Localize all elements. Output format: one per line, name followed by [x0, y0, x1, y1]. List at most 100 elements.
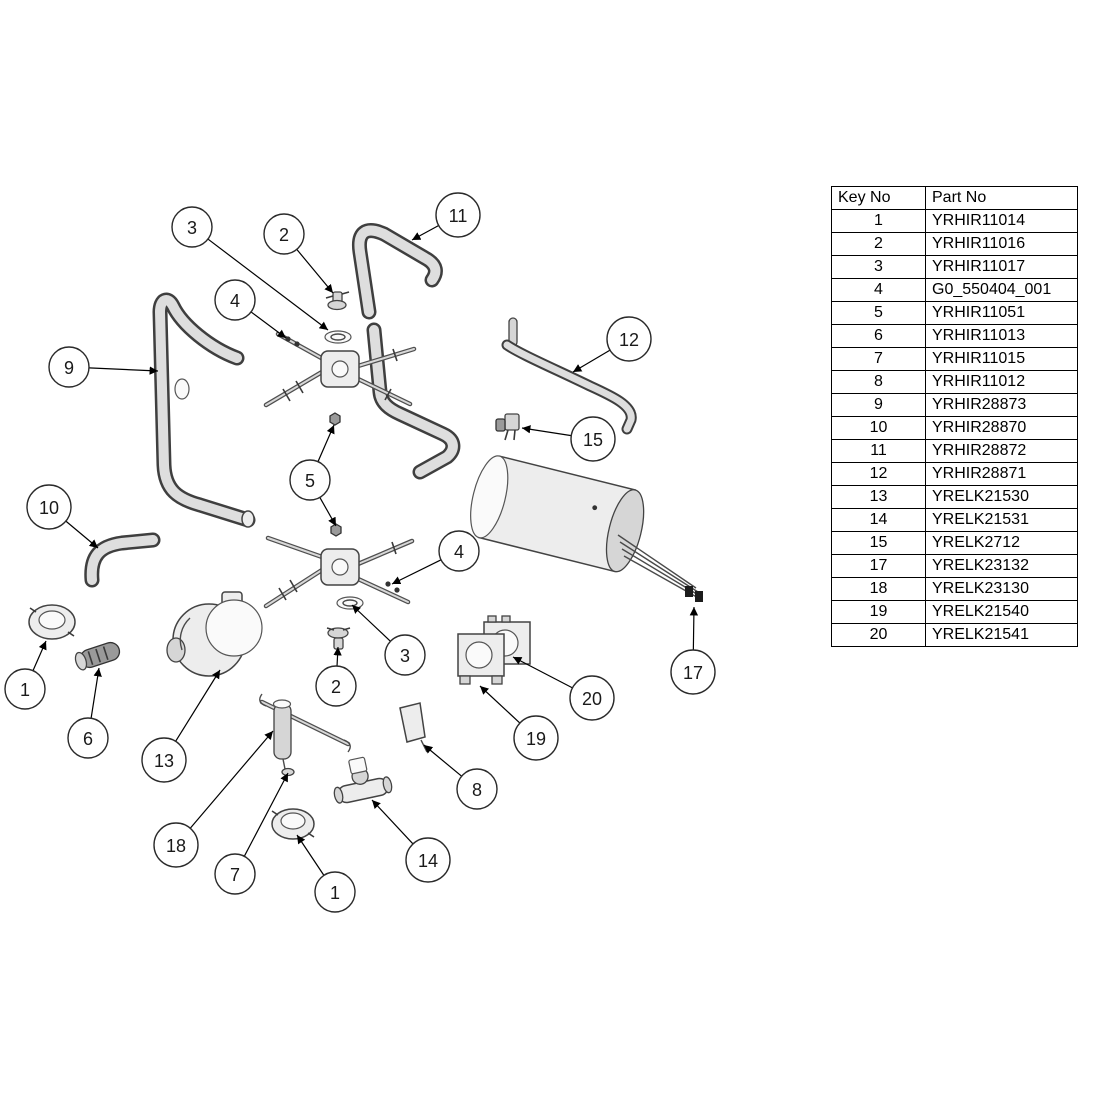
leader-line	[572, 349, 611, 373]
part-6-cartridge	[74, 641, 121, 671]
part-no-cell: YRHIR11051	[925, 301, 1078, 325]
callout-number: 3	[400, 646, 410, 666]
part-15-fitting	[495, 413, 520, 441]
part-no-cell: YRHIR28870	[925, 416, 1078, 440]
part-2-fitting	[325, 291, 350, 311]
callout-15: 15	[570, 416, 616, 462]
callout-7: 7	[214, 853, 256, 895]
callout-number: 15	[583, 430, 603, 450]
callout-number: 12	[619, 330, 639, 350]
key-no-cell: 9	[831, 393, 926, 417]
leader-line	[296, 834, 325, 876]
part-2-fitting	[326, 627, 351, 650]
callout-3: 3	[171, 206, 213, 248]
callout-number: 5	[305, 471, 315, 491]
part-no-cell: YRHIR11013	[925, 324, 1078, 348]
key-no-cell: 1	[831, 209, 926, 233]
part-10-elbow-hose	[84, 532, 161, 588]
part-no-cell: YRHIR11017	[925, 255, 1078, 279]
element-terminal	[695, 591, 703, 602]
part-4-screw	[294, 341, 300, 347]
callout-number: 2	[331, 677, 341, 697]
callout-circle	[315, 665, 357, 707]
callout-number: 4	[230, 291, 240, 311]
key-no-cell: 3	[831, 255, 926, 279]
key-no-cell: 7	[831, 347, 926, 371]
key-no-cell: 2	[831, 232, 926, 256]
key-no-cell: 17	[831, 554, 926, 578]
callout-circle	[456, 768, 498, 810]
callout-circle	[48, 346, 90, 388]
top-manifold-assembly	[263, 291, 417, 426]
callout-1: 1	[314, 871, 356, 913]
callout-circle	[569, 675, 615, 721]
leader-line	[317, 424, 335, 462]
part-4-screw	[394, 587, 400, 593]
callout-circle	[67, 717, 109, 759]
leader-line	[689, 606, 699, 651]
leader-line	[65, 520, 99, 549]
leader-line	[512, 656, 573, 689]
leader-line	[391, 559, 442, 585]
leader-line	[189, 730, 274, 829]
part-no-cell: YRHIR11014	[925, 209, 1078, 233]
part-8-bracket	[399, 702, 428, 753]
key-no-cell: 15	[831, 531, 926, 555]
callout-number: 18	[166, 836, 186, 856]
leader-line	[32, 640, 47, 671]
key-no-cell: 8	[831, 370, 926, 394]
callout-number: 6	[83, 729, 93, 749]
leader-line	[88, 366, 159, 375]
callout-circle	[570, 416, 616, 462]
callout-9: 9	[48, 346, 90, 388]
callout-number: 4	[454, 542, 464, 562]
callout-number: 1	[20, 680, 30, 700]
part-no-cell: YRHIR11015	[925, 347, 1078, 371]
bottom-manifold-assembly	[263, 523, 415, 650]
key-no-cell: 12	[831, 462, 926, 486]
key-no-cell: 5	[831, 301, 926, 325]
part-12-tube	[501, 317, 637, 435]
part-9-bracket-tube	[152, 292, 256, 528]
callout-circle	[141, 737, 187, 783]
parts-table-header: Key No Part No	[831, 186, 1078, 210]
part-no-cell: YRELK21531	[925, 508, 1078, 532]
callout-12: 12	[606, 316, 652, 362]
part-no-cell: YRELK23132	[925, 554, 1078, 578]
key-no-cell: 19	[831, 600, 926, 624]
part-no-cell: YRELK21541	[925, 623, 1078, 647]
callout-8: 8	[456, 768, 498, 810]
element-terminal	[685, 586, 693, 597]
part-5-nut	[330, 523, 342, 537]
leader-line	[250, 311, 287, 339]
leader-line	[423, 744, 462, 777]
callout-circle	[438, 530, 480, 572]
key-no-cell: 4	[831, 278, 926, 302]
callout-circle	[263, 213, 305, 255]
callout-number: 13	[154, 751, 174, 771]
callout-circle	[606, 316, 652, 362]
leader-line	[333, 646, 342, 667]
callout-number: 14	[418, 851, 438, 871]
leader-line	[479, 685, 521, 724]
callout-number: 17	[683, 663, 703, 683]
callout-number: 7	[230, 865, 240, 885]
leader-line	[296, 249, 334, 294]
part-no-cell: G0_550404_001	[925, 278, 1078, 302]
part-no-cell: YRELK2712	[925, 531, 1078, 555]
key-no-cell: 11	[831, 439, 926, 463]
part-1-flange-lower	[271, 808, 315, 840]
